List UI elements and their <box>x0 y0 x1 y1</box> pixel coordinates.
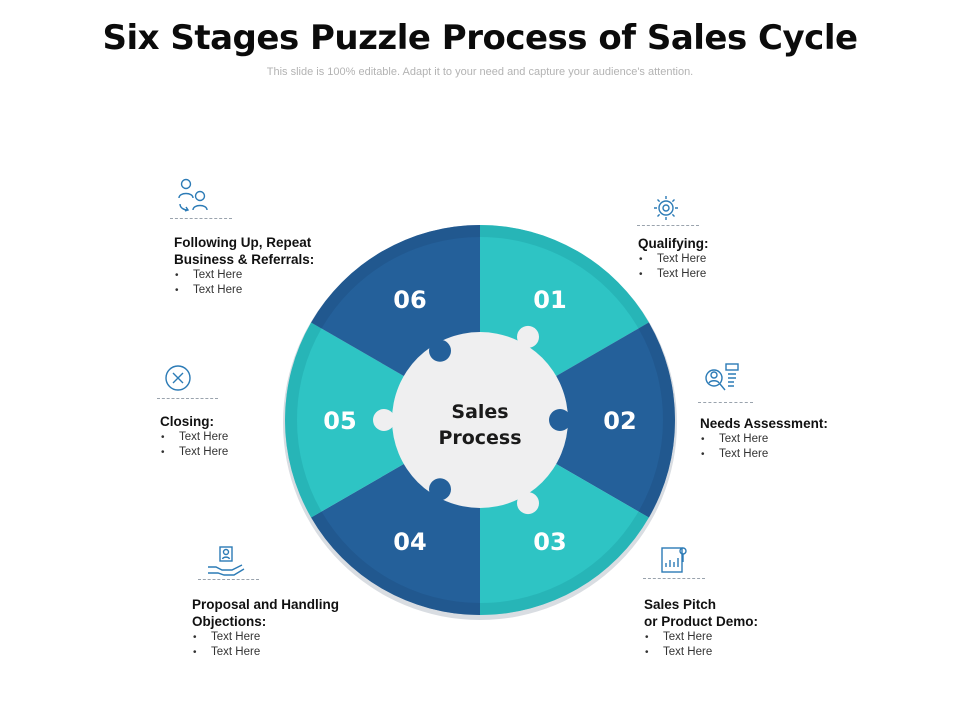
puzzle-knob <box>517 492 539 515</box>
segment-rim <box>480 511 649 615</box>
step-heading: Needs Assessment: <box>700 416 828 431</box>
puzzle-knob <box>549 409 571 431</box>
bullet-item: Text Here <box>644 630 884 645</box>
divider-line <box>698 402 753 403</box>
segment-rim <box>311 511 480 615</box>
bullet-item: Text Here <box>638 267 878 282</box>
step-proposal: Proposal and Handling Objections: Text H… <box>192 596 432 660</box>
step-qualifying: Qualifying: Text Here Text Here <box>638 235 878 282</box>
puzzle-knob <box>429 478 451 501</box>
step-heading: Proposal and Handling <box>192 597 340 612</box>
analytics-person-icon <box>700 360 744 396</box>
bullet-list: Text Here Text Here <box>192 630 432 660</box>
slide-subtitle: This slide is 100% editable. Adapt it to… <box>266 66 694 78</box>
bullet-item: Text Here <box>160 430 400 445</box>
divider-line <box>157 398 218 399</box>
puzzle-knob <box>373 409 395 431</box>
step-sales-pitch: Sales Pitch or Product Demo: Text Here T… <box>644 596 884 660</box>
bullet-item: Text Here <box>192 645 432 660</box>
step-heading: Following Up, Repeat <box>174 235 312 250</box>
bullet-item: Text Here <box>638 252 878 267</box>
segment-number: 03 <box>533 528 566 556</box>
segment-02 <box>480 322 675 518</box>
step-heading: Objections: <box>192 614 267 629</box>
divider-line <box>637 225 699 226</box>
step-following-up: Following Up, Repeat Business & Referral… <box>174 234 414 298</box>
bullet-list: Text Here Text Here <box>700 432 940 462</box>
bullet-list: Text Here Text Here <box>174 268 414 298</box>
bullet-item: Text Here <box>160 445 400 460</box>
divider-line <box>170 218 232 219</box>
segment-number: 01 <box>533 286 566 314</box>
segment-rim <box>311 225 480 329</box>
bullet-list: Text Here Text Here <box>160 430 400 460</box>
presentation-chart-icon <box>652 543 696 579</box>
gear-icon <box>644 190 688 226</box>
segment-rim <box>285 322 322 518</box>
bullet-item: Text Here <box>174 283 414 298</box>
step-heading: Sales Pitch <box>644 597 717 612</box>
bullet-item: Text Here <box>174 268 414 283</box>
bullet-item: Text Here <box>700 447 940 462</box>
hand-offer-icon <box>204 543 248 579</box>
step-heading: Business & Referrals: <box>174 252 315 267</box>
step-heading: Closing: <box>160 414 214 429</box>
puzzle-knob <box>429 339 451 362</box>
step-heading: or Product Demo: <box>644 614 759 629</box>
hub-circle <box>392 332 568 508</box>
step-needs-assessment: Needs Assessment: Text Here Text Here <box>700 415 940 462</box>
center-label-line1: Sales <box>451 401 508 423</box>
bullet-list: Text Here Text Here <box>644 630 884 660</box>
segment-rim <box>638 322 675 518</box>
segment-rim <box>480 225 649 329</box>
bullet-list: Text Here Text Here <box>638 252 878 282</box>
puzzle-knob <box>517 325 539 348</box>
divider-line <box>643 578 705 579</box>
bullet-item: Text Here <box>644 645 884 660</box>
bullet-item: Text Here <box>192 630 432 645</box>
segment-number: 02 <box>603 407 636 435</box>
center-label-line2: Process <box>438 427 521 449</box>
close-circle-icon <box>156 360 200 396</box>
slide-title: Six Stages Puzzle Process of Sales Cycle <box>102 18 858 58</box>
referral-people-icon <box>170 176 214 212</box>
bullet-item: Text Here <box>700 432 940 447</box>
step-closing: Closing: Text Here Text Here <box>160 413 400 460</box>
segment-number: 04 <box>393 528 426 556</box>
step-heading: Qualifying: <box>638 236 709 251</box>
divider-line <box>198 579 259 580</box>
